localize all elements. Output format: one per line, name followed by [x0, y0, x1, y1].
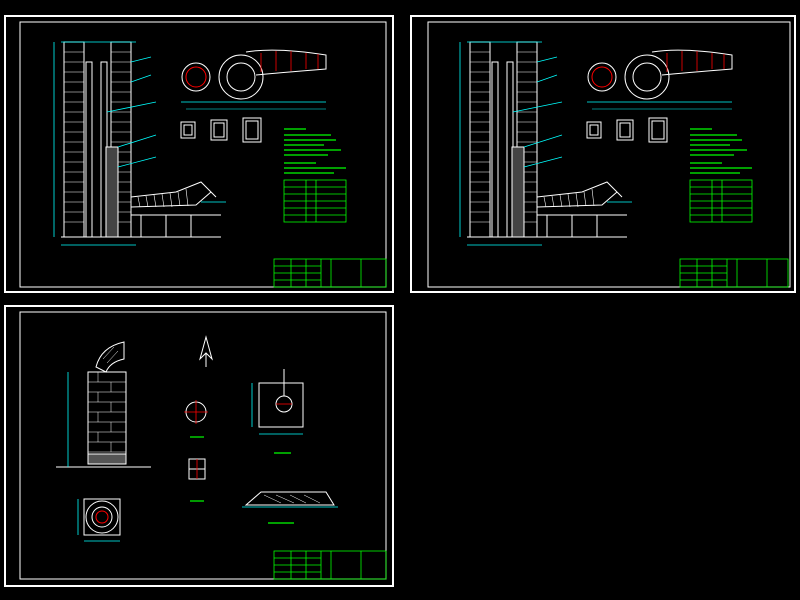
north-arrow-icon: [199, 335, 213, 367]
chimney-elevation: [56, 341, 151, 468]
design-notes: [284, 128, 346, 174]
small-section: [188, 458, 206, 502]
sheet-2-canvas: [427, 21, 791, 288]
drawing-sheet-3[interactable]: [4, 305, 394, 587]
sheet-3-canvas: [19, 311, 387, 580]
flue-detail: [184, 400, 208, 438]
chimney-section: [53, 41, 221, 246]
sheet-1-canvas: [19, 21, 387, 288]
material-table: [283, 179, 347, 223]
title-block: [273, 550, 387, 580]
inner-border: [19, 21, 387, 288]
flue-plan-view: [587, 49, 733, 110]
title-block: [679, 258, 789, 288]
drawing-sheet-2[interactable]: [410, 15, 796, 293]
inner-border: [427, 21, 791, 288]
foundation-detail: [242, 491, 338, 524]
material-table: [689, 179, 753, 223]
window-details: [586, 117, 668, 143]
window-details: [180, 117, 262, 143]
title-block: [273, 258, 387, 288]
chimney-plan: [77, 498, 121, 542]
drawing-sheet-1[interactable]: [4, 15, 394, 293]
stair-detail: [536, 181, 632, 237]
flue-plan-view: [181, 49, 327, 110]
square-plan: [251, 369, 304, 454]
stair-detail: [130, 181, 226, 237]
inner-border: [19, 311, 387, 580]
design-notes: [690, 128, 752, 174]
